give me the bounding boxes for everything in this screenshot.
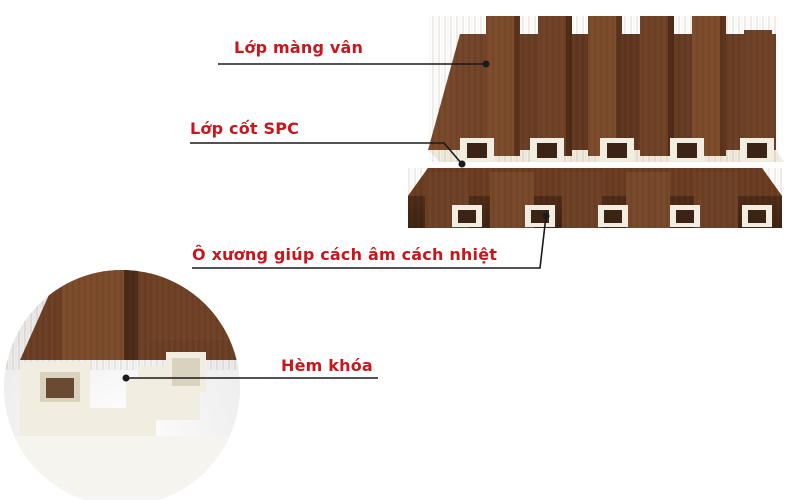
leader-veneer-dot (482, 60, 490, 68)
label-hollow-cells: Ô xương giúp cách âm cách nhiệt (192, 245, 498, 264)
lower-panel (408, 168, 782, 228)
leader-cells-dot (542, 212, 550, 220)
leader-core (190, 142, 463, 165)
label-veneer-layer: Lớp màng vân (234, 38, 364, 57)
label-spc-core: Lớp cốt SPC (190, 119, 300, 138)
lower-panel-core-cells (452, 205, 772, 227)
upper-panel (428, 16, 784, 162)
leader-lock-dot (122, 374, 130, 382)
leader-cells (192, 215, 547, 269)
upper-panel-core-cells (460, 138, 774, 162)
upper-panel-raised-slats (428, 16, 778, 162)
leader-core-dot (458, 160, 466, 168)
leader-lines (122, 60, 550, 382)
lock-groove-zoom-detail (4, 270, 240, 500)
lower-panel-slats (408, 168, 782, 228)
label-lock-groove: Hèm khóa (281, 356, 373, 375)
